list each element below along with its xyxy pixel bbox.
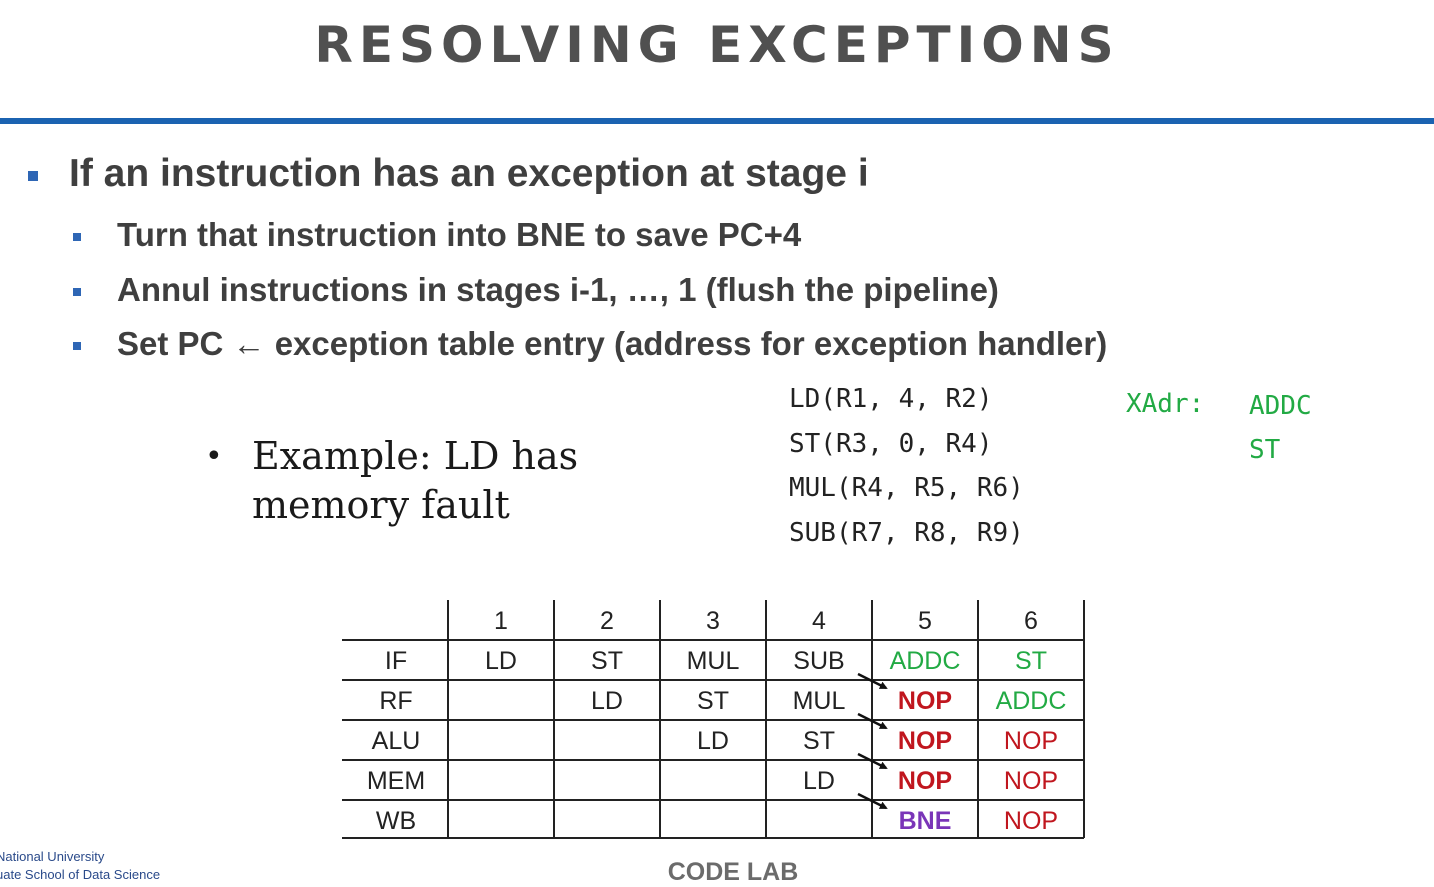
flush-arrows: [857, 672, 888, 810]
sub-bullet-text: Turn that instruction into BNE to save P…: [117, 216, 802, 253]
cycle-header: 1: [494, 607, 508, 635]
example-text: Example: LD has memory fault: [252, 434, 579, 527]
cycle-header: 6: [1024, 607, 1038, 635]
cycle-header: 3: [706, 607, 720, 635]
pipeline-cell: NOP: [898, 767, 952, 795]
stage-label: IF: [385, 647, 407, 675]
stage-label: WB: [376, 807, 416, 835]
cycle-header: 5: [918, 607, 932, 635]
pipeline-cell: ST: [803, 727, 835, 755]
sub-bullet-text: Set PC ← exception table entry (address …: [117, 325, 1108, 362]
instruction-line: ST(R3, 0, R4): [789, 428, 993, 459]
stage-label: ALU: [372, 727, 421, 755]
pipeline-cell: LD: [697, 727, 729, 755]
pipeline-cell: BNE: [899, 807, 952, 835]
title-divider: [0, 118, 1434, 124]
square-bullet-icon: [73, 342, 81, 350]
pipeline-cell: NOP: [1004, 767, 1058, 795]
handler-label: XAdr:: [1126, 389, 1205, 419]
cycle-header: 4: [812, 607, 826, 635]
pipeline-cell: LD: [485, 647, 517, 675]
university-logo: National University uate School of Data …: [0, 848, 160, 884]
pipeline-cell: NOP: [898, 727, 952, 755]
cycle-header: 2: [600, 607, 614, 635]
flush-arrow: [857, 672, 888, 690]
pipeline-grid: [342, 600, 1085, 839]
stage-label: RF: [379, 687, 412, 715]
pipeline-cells: 1 2 3 4 5 6IF RF ALU MEM WB LD ST MUL SUB ADDC ST LD ST MU…: [367, 607, 1067, 835]
pipeline-cell: NOP: [1004, 727, 1058, 755]
stage-label: MEM: [367, 767, 425, 795]
logo-line: uate School of Data Science: [0, 867, 161, 882]
pipeline-cell: ADDC: [996, 687, 1067, 715]
flush-arrow: [857, 792, 888, 810]
pipeline-cell: ADDC: [890, 647, 961, 675]
flush-arrow: [857, 752, 888, 770]
pipeline-cell: SUB: [793, 647, 844, 675]
slide-title: RESOLVING EXCEPTIONS: [314, 16, 1120, 74]
handler-line: ST: [1249, 435, 1281, 465]
handler-line: ADDC: [1249, 391, 1312, 421]
pipeline-cell: NOP: [1004, 807, 1058, 835]
handler-listing: ADDC ST: [1249, 389, 1312, 477]
footer-code-lab: CODE LAB: [667, 858, 799, 886]
square-bullet-icon: [73, 288, 81, 296]
pipeline-cell: LD: [591, 687, 623, 715]
instruction-listing: LD(R1, 4, R2) ST(R3, 0, R4) MUL(R4, R5, …: [789, 382, 1024, 560]
pipeline-cell: ST: [697, 687, 729, 715]
instruction-line: MUL(R4, R5, R6): [789, 473, 1024, 503]
instruction-line: SUB(R7, R8, R9): [789, 517, 1024, 548]
logo-line: National University: [0, 849, 105, 864]
sub-bullet-text: Annul instructions in stages i-1, …, 1 (…: [117, 271, 999, 308]
round-bullet-icon: •: [205, 439, 223, 474]
pipeline-cell: MUL: [793, 687, 846, 715]
pipeline-cell: ST: [591, 647, 623, 675]
pipeline-cell: LD: [803, 767, 835, 795]
main-bullet-text: If an instruction has an exception at st…: [69, 152, 869, 195]
pipeline-cell: NOP: [898, 687, 952, 715]
flush-arrow: [857, 712, 888, 730]
square-bullet-icon: [73, 233, 81, 241]
pipeline-cell: ST: [1015, 647, 1047, 675]
instruction-line: LD(R1, 4, R2): [789, 384, 993, 414]
pipeline-cell: MUL: [687, 647, 740, 675]
square-bullet-icon: [28, 171, 38, 181]
